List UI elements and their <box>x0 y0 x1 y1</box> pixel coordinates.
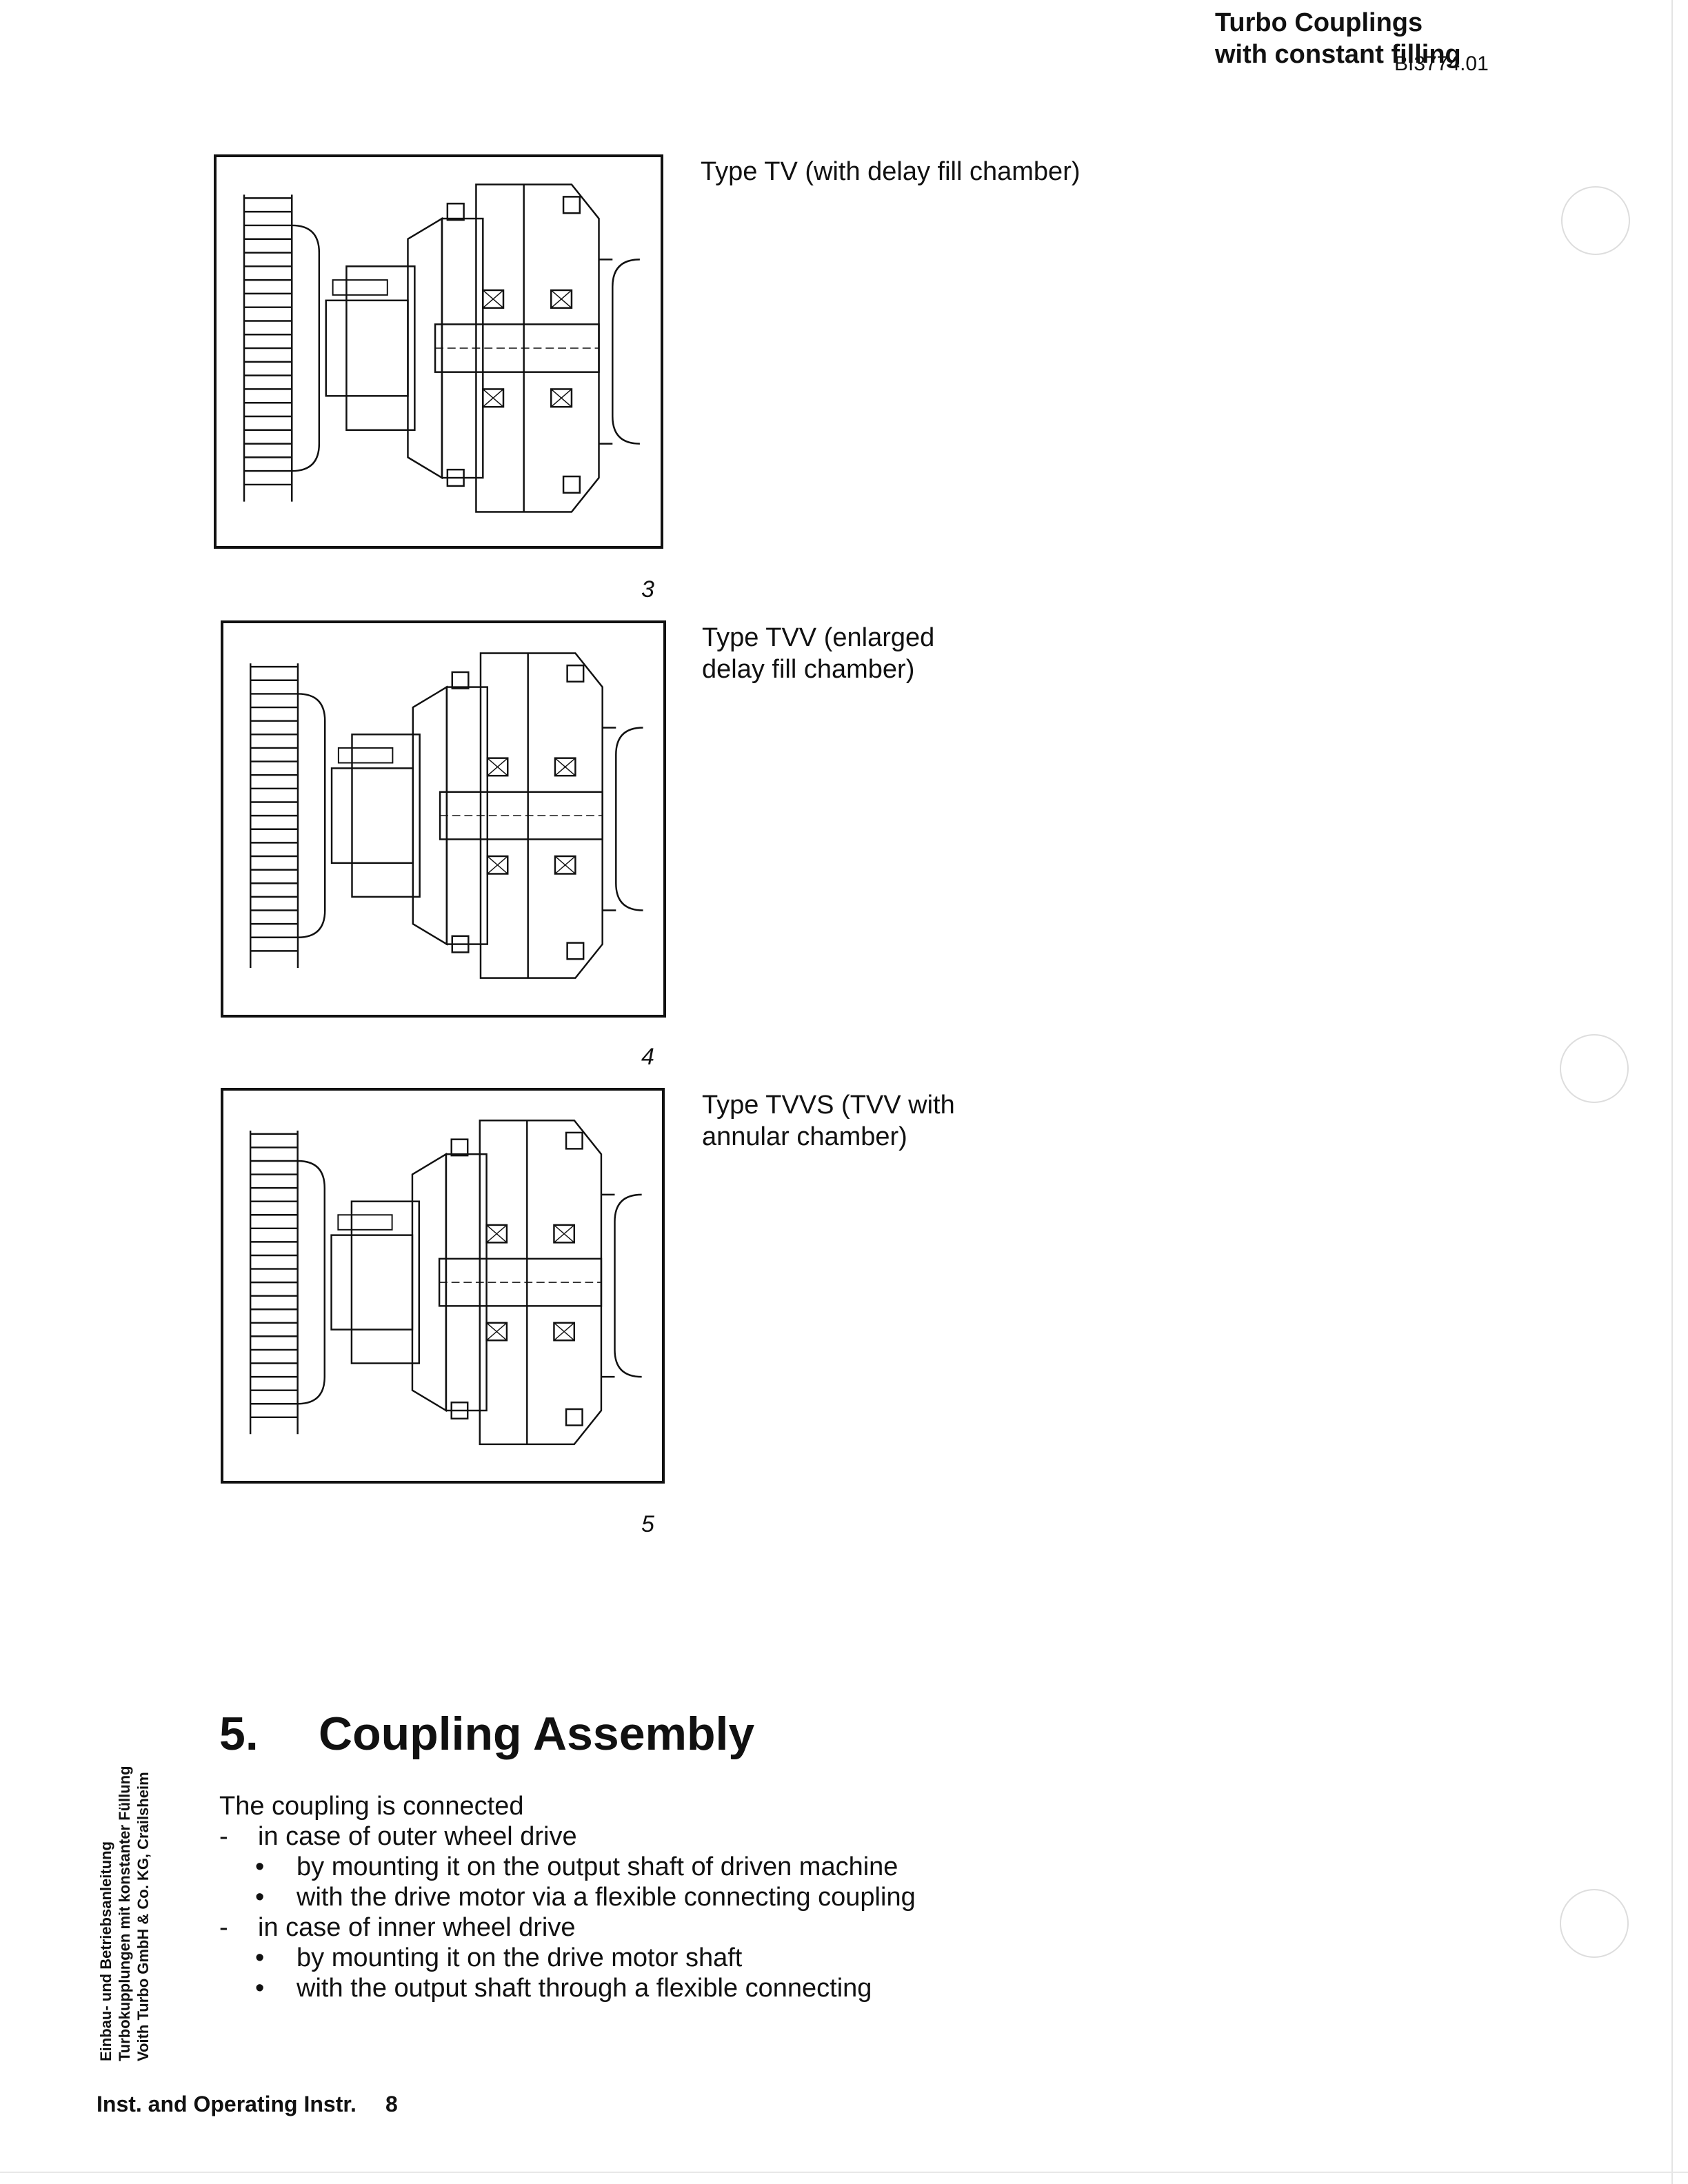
group-2-item-2: with the output shaft through a flexible… <box>297 1974 872 2003</box>
dash-marker: - <box>219 1822 228 1851</box>
figure-4-caption: Type TVV (enlarged delay fill chamber) <box>702 622 1143 685</box>
bullet-marker: • <box>255 1974 265 2003</box>
document-header: Turbo Couplings with constant filling <box>1215 7 1461 70</box>
list-item-group-2: - in case of inner wheel drive <box>219 1912 1047 1943</box>
page-bottom-line <box>0 2172 1688 2173</box>
list-item: • by mounting it on the drive motor shaf… <box>219 1943 1047 1973</box>
list-item: • with the output shaft through a flexib… <box>219 1973 1047 2003</box>
figure-5-caption-line1: Type TVVS (TVV with <box>702 1091 955 1120</box>
section-number: 5. <box>219 1708 259 1760</box>
punch-hole-top <box>1561 186 1630 255</box>
figure-4-number: 4 <box>641 1044 654 1070</box>
sidebar-line3: Voith Turbo GmbH & Co. KG, Crailsheim <box>134 1772 152 2061</box>
coupling-section-drawing-tvv <box>250 652 643 979</box>
bullet-marker: • <box>255 1883 265 1912</box>
group-1-item-2: with the drive motor via a flexible conn… <box>297 1883 916 1912</box>
section-body: The coupling is connected - in case of o… <box>219 1791 1047 2003</box>
page-number: 8 <box>385 2092 398 2116</box>
bullet-marker: • <box>255 1943 265 1972</box>
figure-5-drawing <box>221 1088 665 1484</box>
group-1-item-1: by mounting it on the output shaft of dr… <box>297 1852 898 1881</box>
sidebar-line1: Einbau- und Betriebsanleitung <box>97 1841 114 2061</box>
figure-5-caption: Type TVVS (TVV with annular chamber) <box>702 1089 1143 1153</box>
group-2-text: in case of inner wheel drive <box>258 1913 576 1942</box>
page-edge-line <box>1671 0 1673 2184</box>
dash-marker: - <box>219 1913 228 1942</box>
coupling-section-drawing-tvvs <box>249 1120 642 1446</box>
section-title: Coupling Assembly <box>319 1708 755 1760</box>
figure-4-caption-line1: Type TVV (enlarged <box>702 623 935 652</box>
list-item-group-1: - in case of outer wheel drive <box>219 1821 1047 1852</box>
bullet-marker: • <box>255 1852 265 1881</box>
group-2-item-1: by mounting it on the drive motor shaft <box>297 1943 743 1972</box>
list-item: • by mounting it on the output shaft of … <box>219 1852 1047 1882</box>
punch-hole-middle <box>1560 1034 1629 1103</box>
figure-3-caption: Type TV (with delay fill chamber) <box>701 157 1081 186</box>
figure-5-number: 5 <box>641 1511 654 1537</box>
figure-4-drawing <box>221 620 666 1018</box>
figure-5-caption-line2: annular chamber) <box>702 1122 907 1151</box>
intro-text: The coupling is connected <box>219 1792 524 1821</box>
sidebar-line2: Turbokupplungen mit konstanter Füllung <box>116 1766 133 2061</box>
figure-3-drawing <box>214 154 663 549</box>
header-title-line2: with constant filling <box>1215 40 1461 69</box>
coupling-section-drawing-tv <box>243 183 640 513</box>
figure-4-caption-line2: delay fill chamber) <box>702 655 915 684</box>
header-title-line1: Turbo Couplings <box>1215 8 1423 37</box>
punch-hole-bottom <box>1560 1889 1629 1958</box>
footer-label: Inst. and Operating Instr. <box>97 2092 356 2116</box>
figure-3-number: 3 <box>641 576 654 603</box>
group-1-text: in case of outer wheel drive <box>258 1822 577 1851</box>
sidebar-vertical-text: Einbau- und Betriebsanleitung Turbokuppl… <box>97 1675 193 2061</box>
list-item: • with the drive motor via a flexible co… <box>219 1882 1047 1912</box>
section-heading: 5. Coupling Assembly <box>219 1707 754 1761</box>
page-footer: Inst. and Operating Instr. 8 <box>97 2092 398 2117</box>
document-id: BI3774.01 <box>1394 52 1489 75</box>
